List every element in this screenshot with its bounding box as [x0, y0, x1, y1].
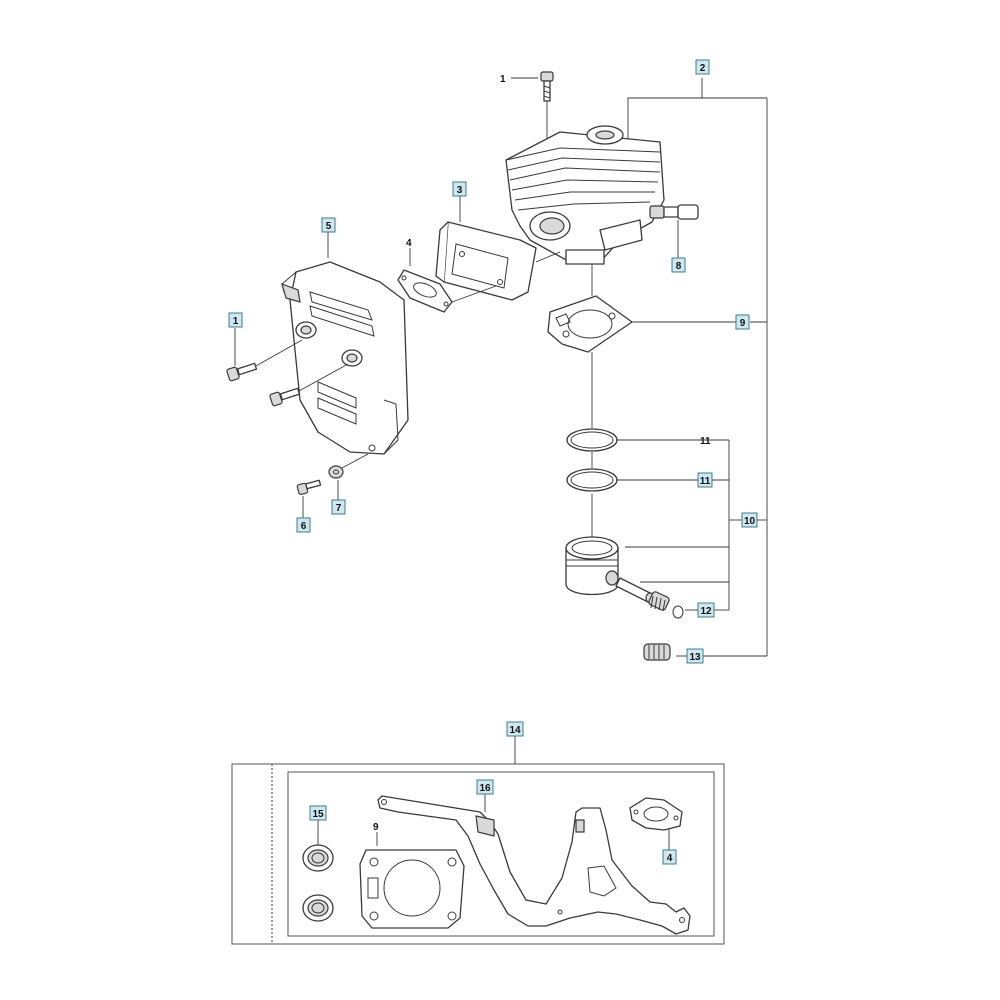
svg-text:2: 2 [700, 63, 706, 74]
muffler-screw-lower [269, 363, 349, 407]
kit-cylinder-gasket [359, 832, 465, 929]
svg-text:15: 15 [312, 809, 324, 820]
svg-text:9: 9 [740, 318, 746, 329]
circlip [672, 605, 684, 619]
callout-12: 12 [697, 602, 715, 618]
callout-15: 15 [309, 805, 327, 821]
callout-8: 8 [671, 257, 686, 273]
decompression-valve [649, 204, 699, 258]
svg-text:1: 1 [500, 74, 506, 85]
callout-7: 7 [331, 499, 346, 515]
needle-bearing-small [648, 591, 670, 612]
svg-text:4: 4 [406, 238, 412, 249]
assembly-bracket-lines [591, 78, 768, 657]
crankcase-gasket [377, 794, 691, 935]
svg-text:14: 14 [509, 725, 521, 736]
callout-6: 6 [296, 517, 311, 533]
svg-text:7: 7 [336, 503, 342, 514]
svg-text:16: 16 [479, 783, 491, 794]
svg-text:11: 11 [700, 476, 711, 487]
callout-13: 13 [686, 648, 704, 664]
piston-ring-upper [566, 428, 618, 452]
svg-text:6: 6 [301, 521, 307, 532]
exhaust-spacer [435, 196, 561, 301]
callout-10: 10 [741, 512, 758, 528]
callout-16: 16 [476, 779, 494, 795]
svg-text:10: 10 [744, 516, 756, 527]
muffler-gasket [397, 248, 497, 313]
callout-2: 2 [695, 59, 710, 75]
callout-11-lower: 11 [697, 472, 713, 488]
svg-text:8: 8 [676, 261, 682, 272]
svg-text:12: 12 [700, 606, 712, 617]
cylinder-gasket [547, 295, 633, 353]
callout-1-left: 1 [228, 312, 243, 328]
callout-9: 9 [735, 314, 750, 330]
svg-text:13: 13 [689, 652, 701, 663]
svg-text:4: 4 [667, 853, 673, 864]
svg-text:11: 11 [700, 436, 711, 447]
callout-1-top: 1 [500, 74, 506, 85]
needle-bearing [643, 643, 671, 661]
callout-3: 3 [452, 181, 467, 197]
oil-seal-lower [302, 894, 334, 922]
svg-text:5: 5 [326, 221, 332, 232]
callout-11-upper: 11 [700, 436, 711, 447]
bracket-screw [296, 479, 322, 518]
callout-4-kit: 4 [662, 849, 677, 865]
cylinder [505, 125, 665, 265]
piston [565, 536, 619, 596]
svg-text:3: 3 [457, 185, 463, 196]
svg-text:1: 1 [233, 316, 239, 327]
callout-9-kit: 9 [373, 822, 379, 833]
callout-5: 5 [321, 217, 336, 233]
callout-14: 14 [506, 721, 524, 737]
washer [328, 453, 369, 500]
oil-seal-upper [302, 820, 334, 872]
svg-text:9: 9 [373, 822, 379, 833]
muffler [281, 232, 409, 455]
muffler-screw-upper [226, 328, 303, 382]
kit-muffler-gasket [629, 797, 683, 850]
callout-4: 4 [406, 238, 412, 249]
piston-ring-lower [566, 468, 618, 492]
